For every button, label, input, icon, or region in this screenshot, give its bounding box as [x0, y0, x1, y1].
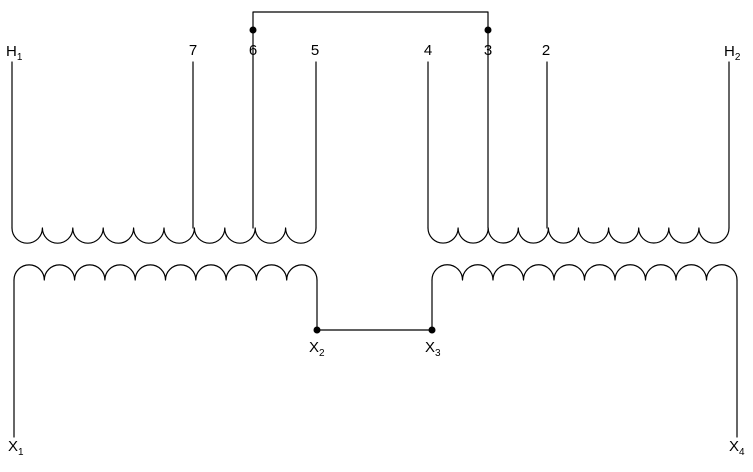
x2-label: X2 [309, 339, 325, 359]
secondary-coil-left [13, 264, 318, 281]
tap-2-label: 2 [542, 42, 550, 59]
x4-label: X4 [729, 438, 745, 458]
tap-6-label: 6 [249, 42, 257, 59]
x3-label: X3 [425, 339, 441, 359]
tap-3-label: 3 [484, 42, 492, 59]
tap-4-label: 4 [424, 42, 432, 59]
tap-5-label: 5 [311, 42, 319, 59]
x2-dot [313, 326, 321, 334]
h2-label: H2 [724, 43, 741, 63]
primary-coil-right [427, 227, 730, 244]
x3-dot [428, 326, 436, 334]
primary-coil-left [11, 227, 317, 244]
secondary-coil-right [431, 264, 738, 281]
tap-7-label: 7 [189, 42, 197, 59]
h1-label: H1 [6, 43, 23, 63]
tap-6-3-jumper [252, 11, 489, 31]
x1-label: X1 [8, 438, 24, 458]
